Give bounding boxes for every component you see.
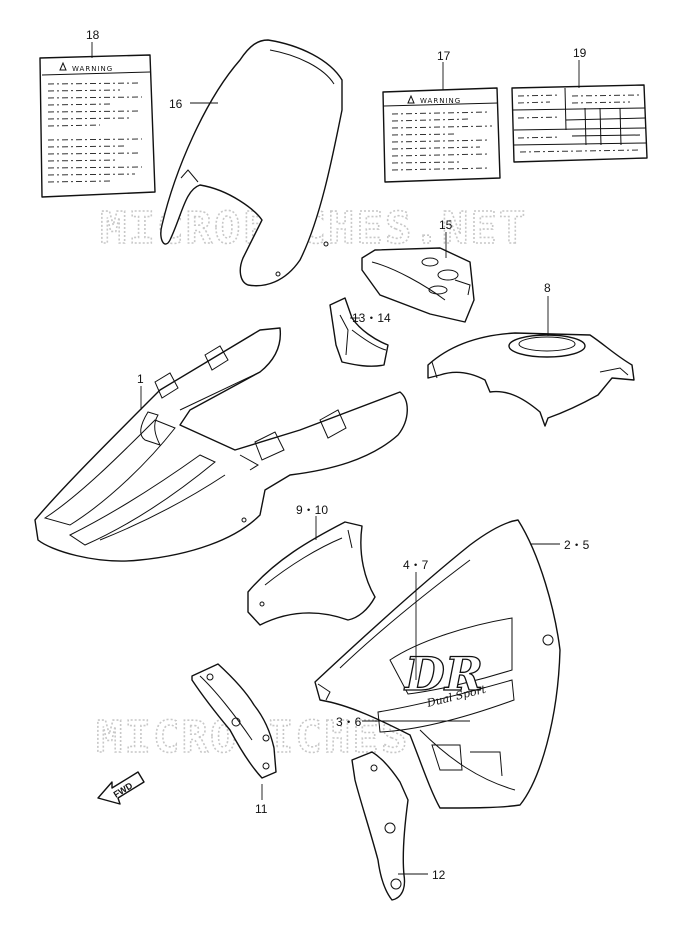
info-label-19 xyxy=(511,84,648,163)
callout-3-6: 3・6 xyxy=(336,715,362,729)
warning-label-18: WARNING xyxy=(39,54,156,198)
callout-19: 19 xyxy=(573,46,587,60)
callout-17: 17 xyxy=(437,49,451,63)
bracket-13-14 xyxy=(329,297,389,367)
warning-label-18-title: WARNING xyxy=(72,65,113,73)
callout-15: 15 xyxy=(439,218,453,232)
callout-18: 18 xyxy=(86,28,100,42)
callout-9-10: 9・10 xyxy=(296,503,328,517)
callout-4-7: 4・7 xyxy=(403,558,429,572)
warning-label-17: WARNING xyxy=(382,87,501,183)
callout-13-14: 13・14 xyxy=(352,311,391,325)
leader-lines xyxy=(91,42,580,875)
seat-tail-cowl-1 xyxy=(34,327,408,562)
bracket-11 xyxy=(191,663,277,779)
bracket-12 xyxy=(351,751,409,901)
fwd-arrow: FWD xyxy=(97,771,145,805)
callout-11: 11 xyxy=(255,802,268,816)
side-cowl-2-5: DR Dual Sport xyxy=(314,519,561,809)
callouts: 18 16 17 19 15 8 13・14 1 9・10 2・5 4・7 3・… xyxy=(86,28,590,882)
windscreen-16 xyxy=(160,39,343,287)
callout-16: 16 xyxy=(169,97,183,111)
callout-2-5: 2・5 xyxy=(564,538,590,552)
bracket-15 xyxy=(361,247,475,323)
meter-cover-8 xyxy=(427,332,635,427)
warning-label-17-title: WARNING xyxy=(420,97,461,105)
side-panel-9-10 xyxy=(247,521,376,626)
callout-12: 12 xyxy=(432,868,446,882)
callout-1: 1 xyxy=(137,372,144,386)
callout-8: 8 xyxy=(544,281,551,295)
